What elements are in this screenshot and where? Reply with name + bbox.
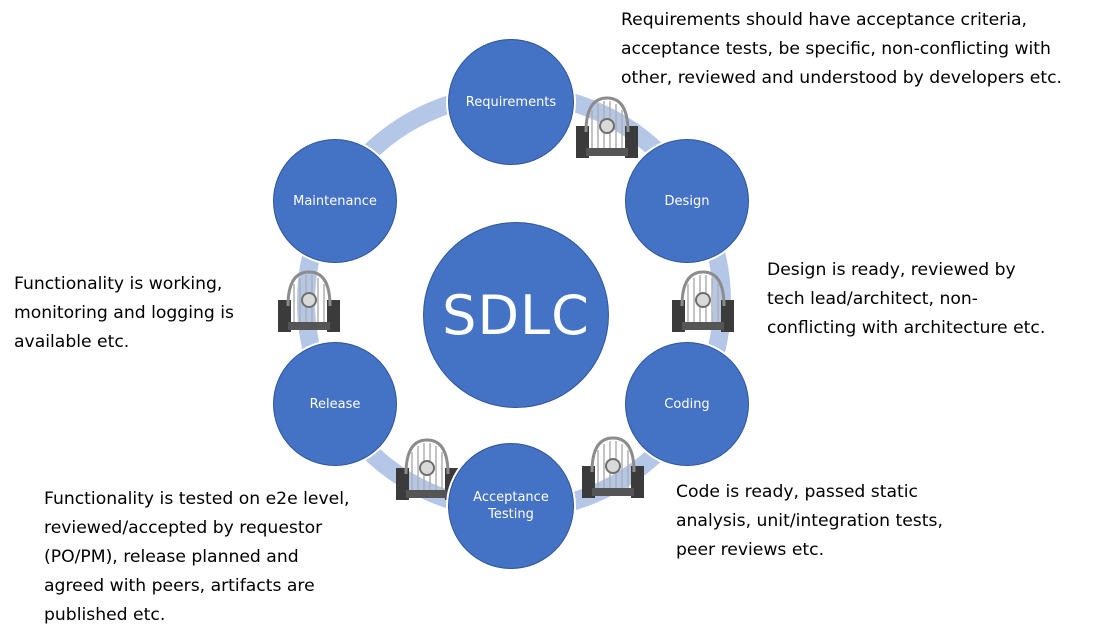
note-acceptance: Functionality is tested on e2e level, re… bbox=[44, 489, 350, 625]
stage-coding-label: Coding bbox=[664, 396, 710, 412]
stage-requirements-label: Requirements bbox=[465, 94, 557, 110]
stage-release: Release bbox=[271, 340, 399, 468]
center-label: SDLC bbox=[442, 283, 590, 347]
gate-icon bbox=[672, 270, 734, 332]
stage-coding: Coding bbox=[623, 340, 751, 468]
stage-requirements: Requirements bbox=[446, 37, 576, 167]
stage-acceptance-testing: Acceptance Testing bbox=[446, 441, 576, 571]
stage-maintenance: Maintenance bbox=[271, 137, 399, 265]
stage-maintenance-label: Maintenance bbox=[293, 193, 377, 209]
gate-icon bbox=[278, 270, 340, 332]
note-coding: Code is ready, passed static analysis, u… bbox=[676, 482, 943, 560]
stage-release-label: Release bbox=[309, 396, 361, 412]
note-release: Functionality is working, monitoring and… bbox=[14, 274, 234, 352]
stage-design: Design bbox=[623, 137, 751, 265]
stage-design-label: Design bbox=[664, 193, 710, 209]
center-hub: SDLC bbox=[421, 220, 611, 410]
note-design: Design is ready, reviewed by tech lead/a… bbox=[767, 260, 1046, 338]
gate-icon bbox=[582, 436, 644, 498]
note-requirements: Requirements should have acceptance crit… bbox=[621, 10, 1063, 88]
stage-acceptance-label: Acceptance Testing bbox=[473, 490, 549, 522]
gate-icon bbox=[576, 96, 638, 158]
